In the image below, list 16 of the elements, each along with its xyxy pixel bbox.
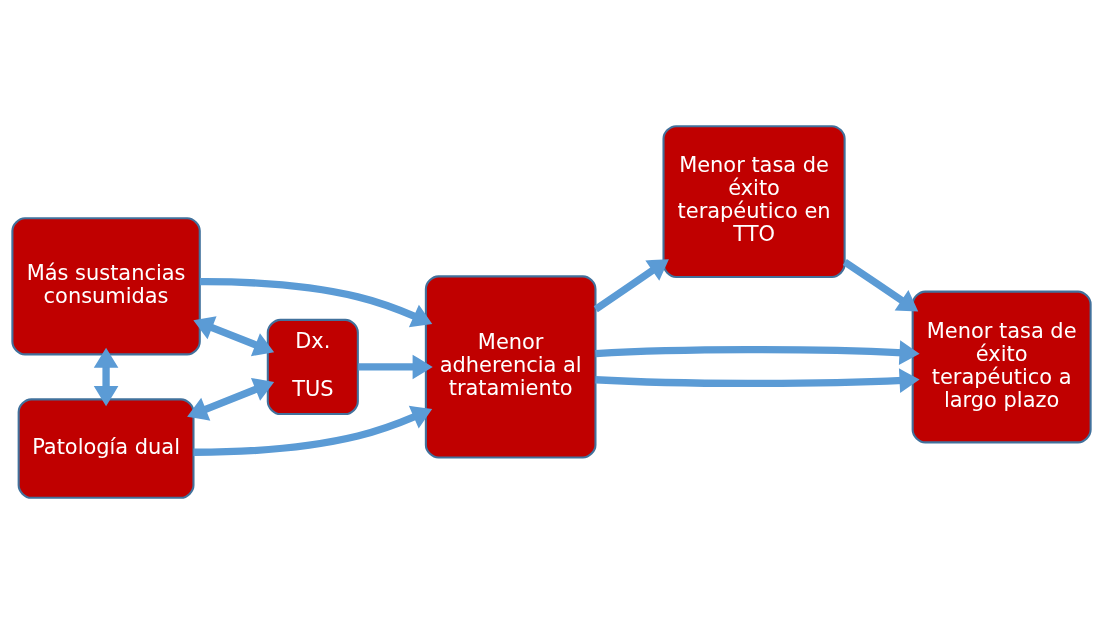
arrow (593, 258, 669, 312)
arrow (595, 339, 920, 365)
arrow (200, 277, 433, 327)
node-box: Patología dual (17, 397, 195, 499)
node-box: Menor adherencia al tratamiento (424, 274, 597, 459)
arrow (93, 347, 119, 406)
arrow (595, 367, 920, 393)
node-box: Más sustancias consumidas (11, 216, 201, 355)
arrow (187, 377, 275, 421)
node-box: Menor tasa de éxito terapéutico en TTO (662, 124, 846, 278)
node-box: Dx. TUS (266, 318, 359, 415)
arrow (358, 354, 433, 379)
arrow (193, 315, 275, 356)
arrow (193, 405, 433, 456)
node-box: Menor tasa de éxito terapéutico a largo plazo (911, 290, 1092, 443)
arrow (842, 258, 919, 311)
